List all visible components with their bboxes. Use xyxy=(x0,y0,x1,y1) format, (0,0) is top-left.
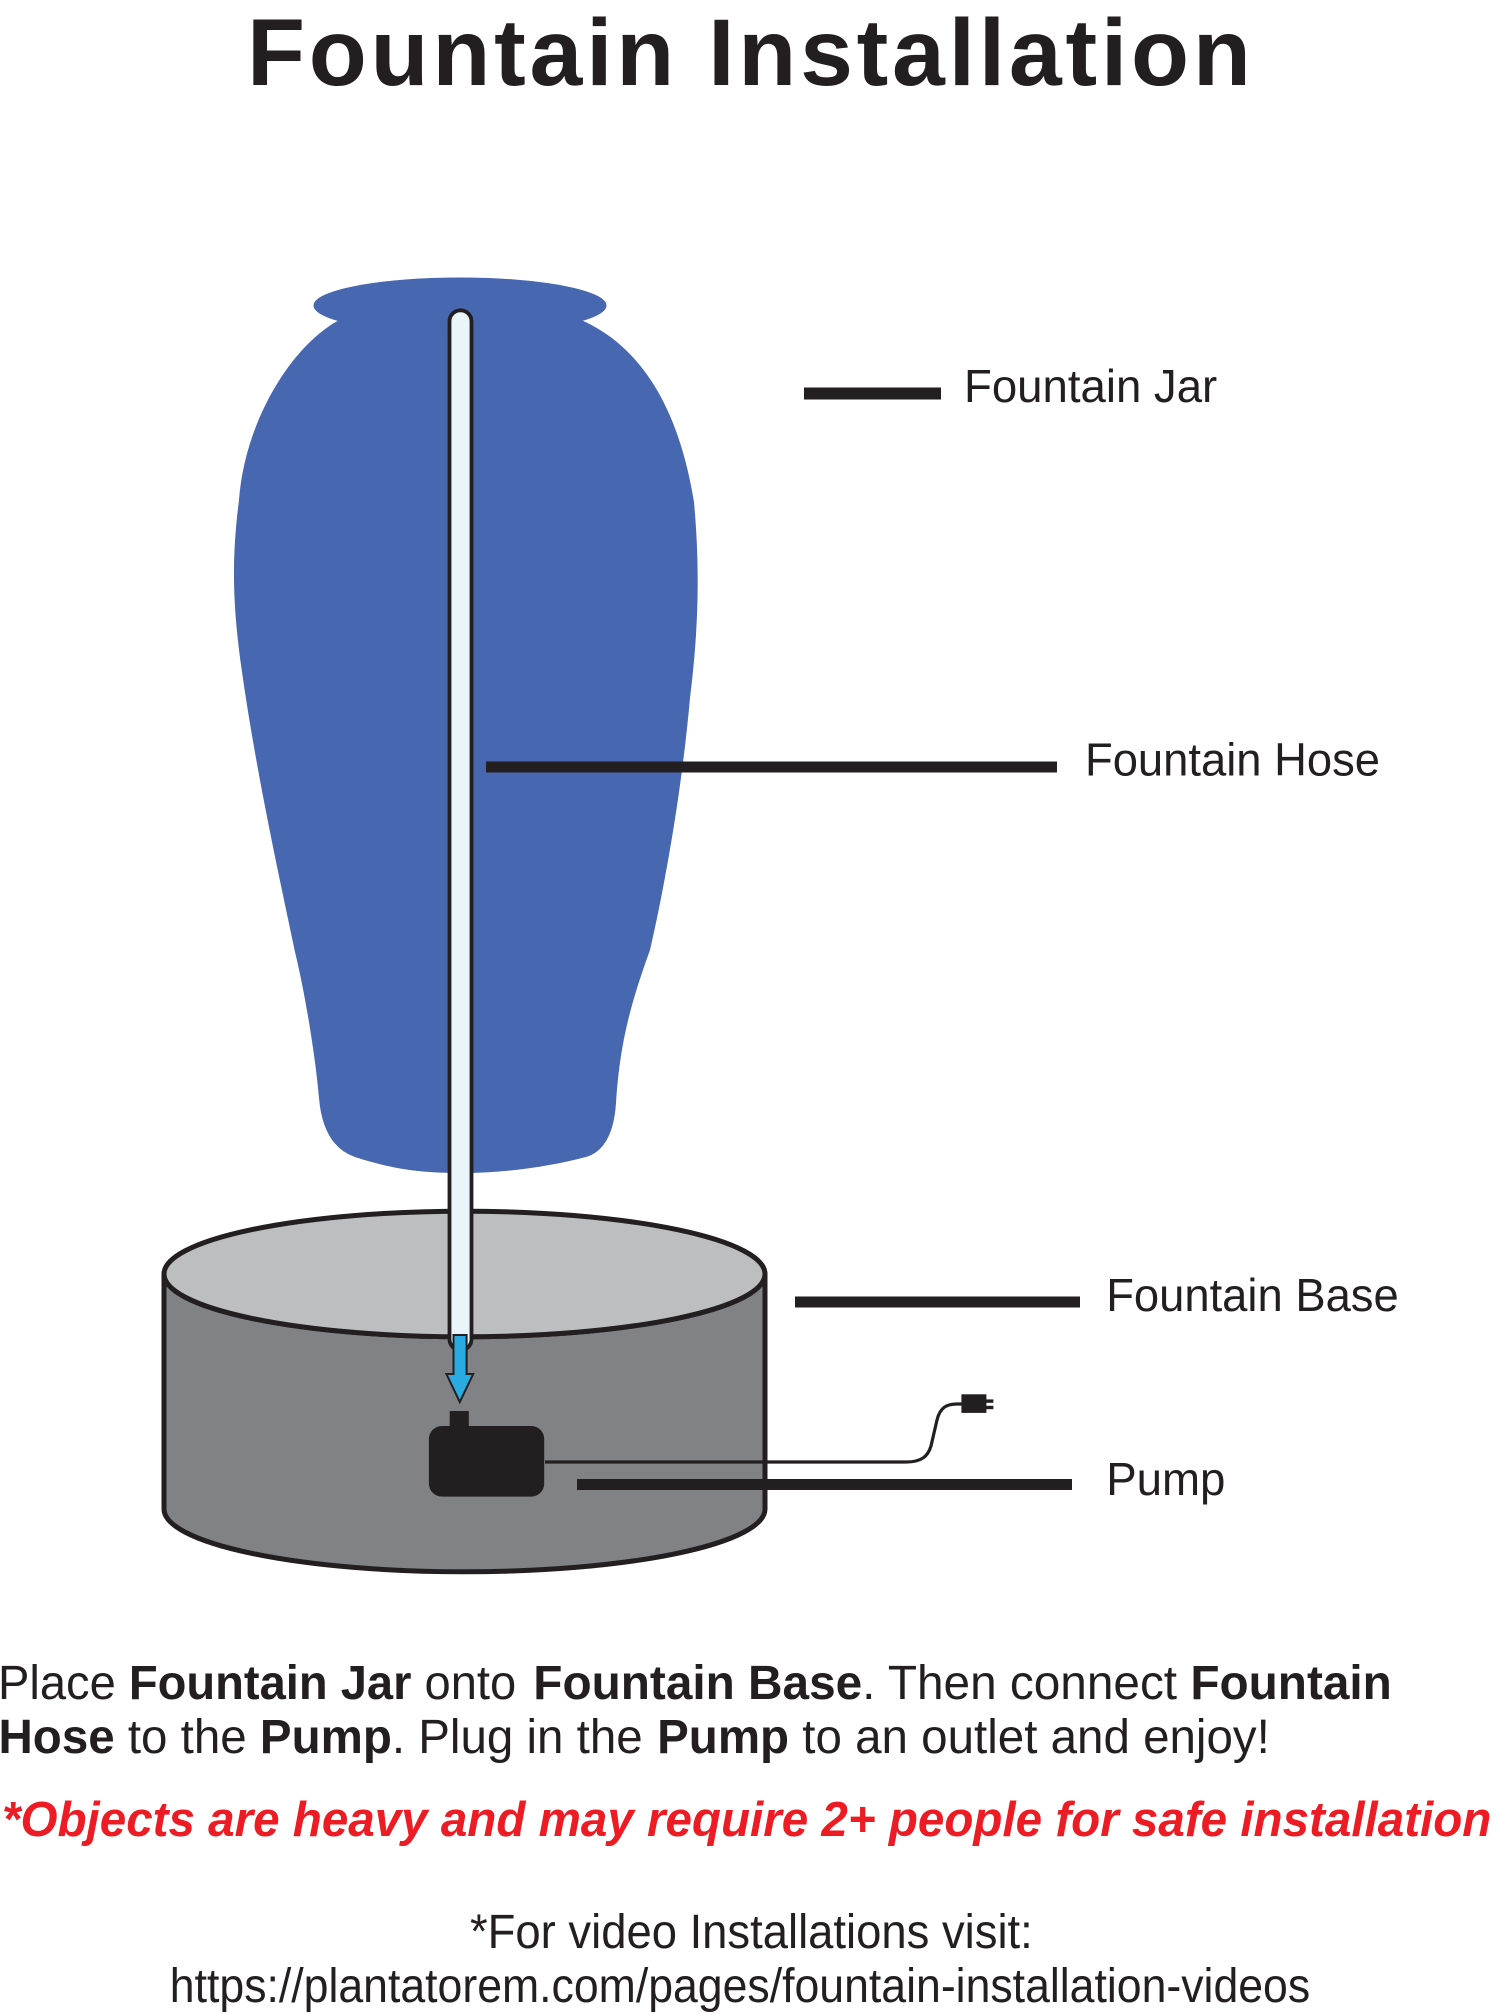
svg-text:Hose to the Pump. Plug in the: Hose to the Pump. Plug in the xyxy=(0,1711,643,1765)
svg-text:https://plantatorem.com/pages/: https://plantatorem.com/pages/fountain-i… xyxy=(170,1958,1310,2012)
svg-text:Place Fountain Jar onto: Place Fountain Jar onto xyxy=(0,1656,516,1710)
svg-text:Fountain Installation: Fountain Installation xyxy=(247,0,1255,106)
svg-text:Pump to an outlet and enjoy!: Pump to an outlet and enjoy! xyxy=(657,1711,1270,1765)
svg-text:*For video Installations visit: *For video Installations visit: xyxy=(470,1905,1033,1958)
svg-text:Fountain Hose: Fountain Hose xyxy=(1085,734,1380,785)
svg-text:Fountain Base. Then connect Fo: Fountain Base. Then connect Fountain xyxy=(533,1656,1392,1710)
svg-text:Fountain Jar: Fountain Jar xyxy=(964,361,1217,412)
svg-text:*Objects are heavy and may req: *Objects are heavy and may require 2+ pe… xyxy=(2,1792,1491,1847)
svg-text:Fountain Base: Fountain Base xyxy=(1106,1270,1399,1321)
svg-text:Pump: Pump xyxy=(1106,1454,1225,1505)
